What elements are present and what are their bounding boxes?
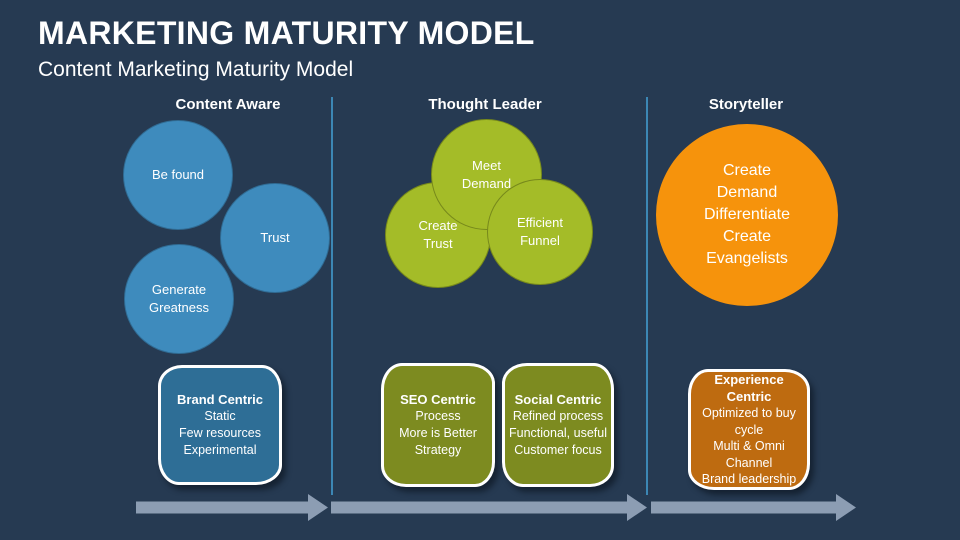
box-social-centric: Social Centric Refined process Functiona… (502, 363, 614, 487)
circle-label: Efficient Funnel (516, 215, 563, 248)
box-brand-centric: Brand Centric Static Few resources Exper… (158, 365, 282, 485)
box-seo-centric: SEO Centric Process More is Better Strat… (381, 363, 495, 487)
box-body: Refined process Functional, useful Custo… (509, 409, 607, 457)
box-body: Optimized to buy cycle Multi & Omni Chan… (701, 406, 797, 487)
box-title: SEO Centric (400, 392, 476, 407)
column-header-thought-leader: Thought Leader (428, 96, 542, 113)
circle-be-found: Be found (123, 120, 233, 230)
column-divider-2 (646, 97, 648, 495)
timeline-arrow-1 (136, 494, 328, 521)
column-divider-1 (331, 97, 333, 495)
circle-label: Meet Demand (461, 157, 512, 191)
box-body: Process More is Better Strategy (399, 409, 477, 457)
box-title: Social Centric (514, 392, 602, 407)
box-experience-centric: Experience Centric Optimized to buy cycl… (688, 369, 810, 490)
page-title: MARKETING MATURITY MODEL (38, 15, 535, 51)
circle-trust: Trust (220, 183, 330, 293)
circle-label: Generate Greatness (149, 282, 209, 315)
column-header-storyteller: Storyteller (708, 96, 784, 113)
circle-label: Create Trust (418, 218, 458, 251)
circle-generate-greatness: Generate Greatness (124, 244, 234, 354)
timeline-arrow-2 (331, 494, 647, 521)
circle-meet-demand: Meet Demand (431, 119, 542, 230)
box-title: Experience Centric (714, 372, 784, 405)
box-body: Static Few resources Experimental (179, 409, 261, 457)
circle-label: Trust (260, 230, 290, 246)
circle-label: Be found (151, 167, 205, 183)
column-header-content-aware: Content Aware (175, 96, 281, 113)
page-subtitle: Content Marketing Maturity Model (38, 58, 354, 81)
circle-efficient-funnel: Efficient Funnel (487, 179, 593, 285)
box-title: Brand Centric (177, 392, 263, 407)
circle-storyteller: Create Demand Differentiate Create Evang… (656, 124, 838, 306)
timeline-arrow-3 (651, 494, 856, 521)
circle-label: Create Demand Differentiate Create Evang… (704, 161, 790, 268)
